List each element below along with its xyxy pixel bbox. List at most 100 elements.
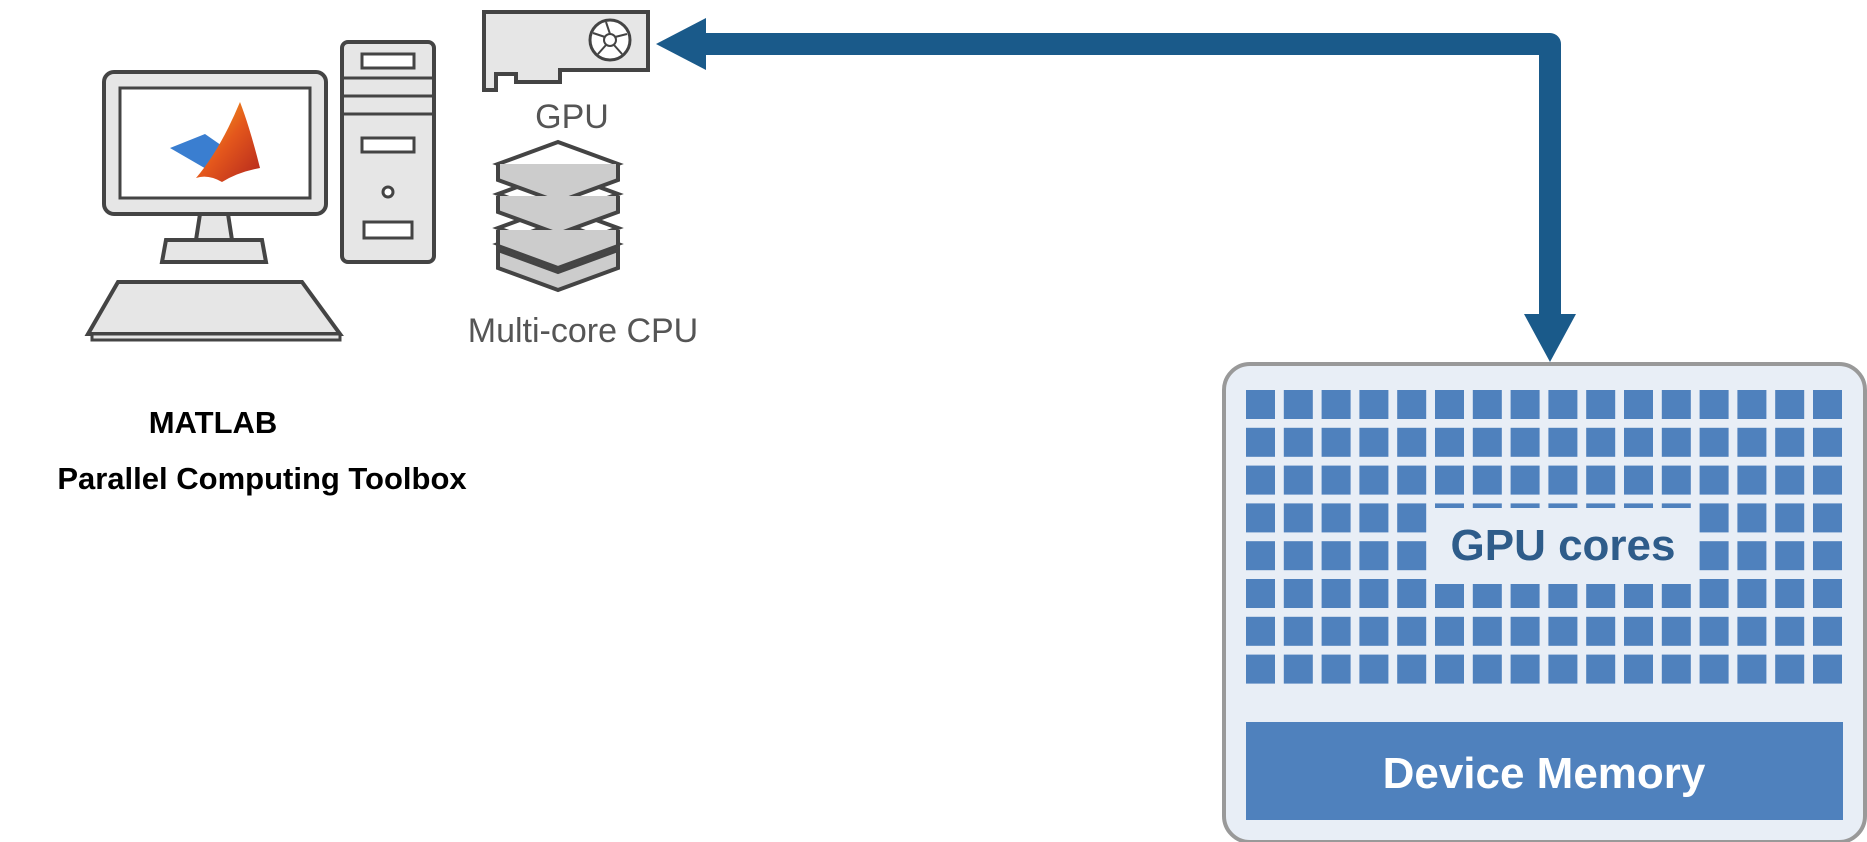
gpu-cores-label-bg bbox=[1428, 508, 1698, 584]
device-memory-block bbox=[1246, 722, 1843, 820]
gpu-core bbox=[1699, 503, 1729, 533]
gpu-label: GPU bbox=[535, 98, 609, 136]
gpu-core bbox=[1283, 427, 1313, 457]
gpu-core bbox=[1283, 579, 1313, 608]
gpu-core bbox=[1359, 390, 1389, 419]
gpu-core bbox=[1510, 654, 1540, 684]
gpu-core bbox=[1472, 465, 1502, 495]
gpu-core bbox=[1321, 541, 1351, 571]
gpu-core bbox=[1813, 390, 1842, 419]
gpu-core bbox=[1321, 390, 1351, 419]
gpu-core bbox=[1737, 465, 1767, 495]
gpu-core bbox=[1699, 465, 1729, 495]
gpu-core bbox=[1624, 654, 1653, 684]
gpu-core bbox=[1472, 390, 1502, 419]
toolbox-label: Parallel Computing Toolbox bbox=[57, 461, 467, 496]
gpu-core bbox=[1283, 503, 1313, 533]
gpu-core bbox=[1775, 427, 1805, 457]
gpu-core bbox=[1246, 616, 1275, 646]
gpu-core bbox=[1699, 427, 1729, 457]
gpu-core bbox=[1510, 465, 1540, 495]
gpu-core bbox=[1737, 503, 1767, 533]
matlab-label: MATLAB bbox=[149, 405, 278, 440]
gpu-core bbox=[1246, 579, 1275, 608]
gpu-core bbox=[1586, 616, 1616, 646]
gpu-core bbox=[1813, 616, 1842, 646]
gpu-core bbox=[1737, 390, 1767, 419]
gpu-core bbox=[1737, 654, 1767, 684]
gpu-core bbox=[1359, 427, 1389, 457]
gpu-core bbox=[1246, 541, 1275, 571]
gpu-core bbox=[1699, 654, 1729, 684]
gpu-core bbox=[1510, 616, 1540, 646]
gpu-core bbox=[1359, 503, 1389, 533]
gpu-core bbox=[1586, 465, 1616, 495]
gpu-core bbox=[1548, 465, 1578, 495]
gpu-core bbox=[1737, 541, 1767, 571]
gpu-core bbox=[1775, 465, 1805, 495]
gpu-core bbox=[1283, 616, 1313, 646]
gpu-core bbox=[1246, 503, 1275, 533]
gpu-core bbox=[1548, 427, 1578, 457]
gpu-core bbox=[1321, 616, 1351, 646]
gpu-core bbox=[1510, 427, 1540, 457]
gpu-core bbox=[1246, 390, 1275, 419]
cpu-label: Multi-core CPU bbox=[468, 312, 698, 350]
gpu-core bbox=[1699, 579, 1729, 608]
gpu-core bbox=[1359, 616, 1389, 646]
gpu-core bbox=[1359, 654, 1389, 684]
gpu-core bbox=[1661, 654, 1691, 684]
gpu-core bbox=[1472, 427, 1502, 457]
gpu-core bbox=[1661, 427, 1691, 457]
gpu-core bbox=[1435, 390, 1464, 419]
gpu-core bbox=[1510, 390, 1540, 419]
gpu-core bbox=[1359, 465, 1389, 495]
gpu-core bbox=[1397, 616, 1427, 646]
gpu-core bbox=[1397, 503, 1427, 533]
gpu-core bbox=[1359, 579, 1389, 608]
gpu-core bbox=[1661, 616, 1691, 646]
gpu-core bbox=[1246, 427, 1275, 457]
gpu-core bbox=[1775, 541, 1805, 571]
gpu-core bbox=[1435, 427, 1464, 457]
gpu-core bbox=[1283, 654, 1313, 684]
gpu-core bbox=[1321, 654, 1351, 684]
gpu-core bbox=[1548, 616, 1578, 646]
gpu-core bbox=[1813, 503, 1842, 533]
device-memory-label: Device Memory bbox=[1383, 749, 1706, 798]
gpu-core bbox=[1699, 390, 1729, 419]
gpu-core bbox=[1321, 503, 1351, 533]
connection-arrow bbox=[656, 18, 1576, 362]
gpu-cores-label: GPU cores bbox=[1451, 521, 1676, 570]
gpu-core bbox=[1586, 390, 1616, 419]
gpu-core bbox=[1737, 427, 1767, 457]
gpu-core bbox=[1775, 654, 1805, 684]
gpu-core bbox=[1397, 541, 1427, 571]
gpu-core bbox=[1397, 579, 1427, 608]
gpu-core bbox=[1737, 579, 1767, 608]
gpu-core bbox=[1397, 654, 1427, 684]
gpu-core bbox=[1775, 503, 1805, 533]
gpu-core bbox=[1775, 579, 1805, 608]
gpu-core bbox=[1624, 390, 1653, 419]
gpu-core bbox=[1321, 427, 1351, 457]
gpu-core bbox=[1472, 654, 1502, 684]
gpu-core bbox=[1813, 654, 1842, 684]
gpu-core bbox=[1283, 541, 1313, 571]
gpu-core bbox=[1586, 427, 1616, 457]
desktop-computer-icon bbox=[84, 40, 436, 342]
gpu-core bbox=[1321, 465, 1351, 495]
gpu-core bbox=[1321, 579, 1351, 608]
gpu-core bbox=[1737, 616, 1767, 646]
gpu-core bbox=[1699, 541, 1729, 571]
gpu-core bbox=[1813, 579, 1842, 608]
matlab-logo-icon bbox=[170, 102, 260, 182]
gpu-core bbox=[1359, 541, 1389, 571]
gpu-core bbox=[1661, 465, 1691, 495]
gpu-core bbox=[1435, 616, 1464, 646]
gpu-core bbox=[1775, 390, 1805, 419]
gpu-core bbox=[1775, 616, 1805, 646]
gpu-core bbox=[1246, 465, 1275, 495]
gpu-core bbox=[1813, 465, 1842, 495]
